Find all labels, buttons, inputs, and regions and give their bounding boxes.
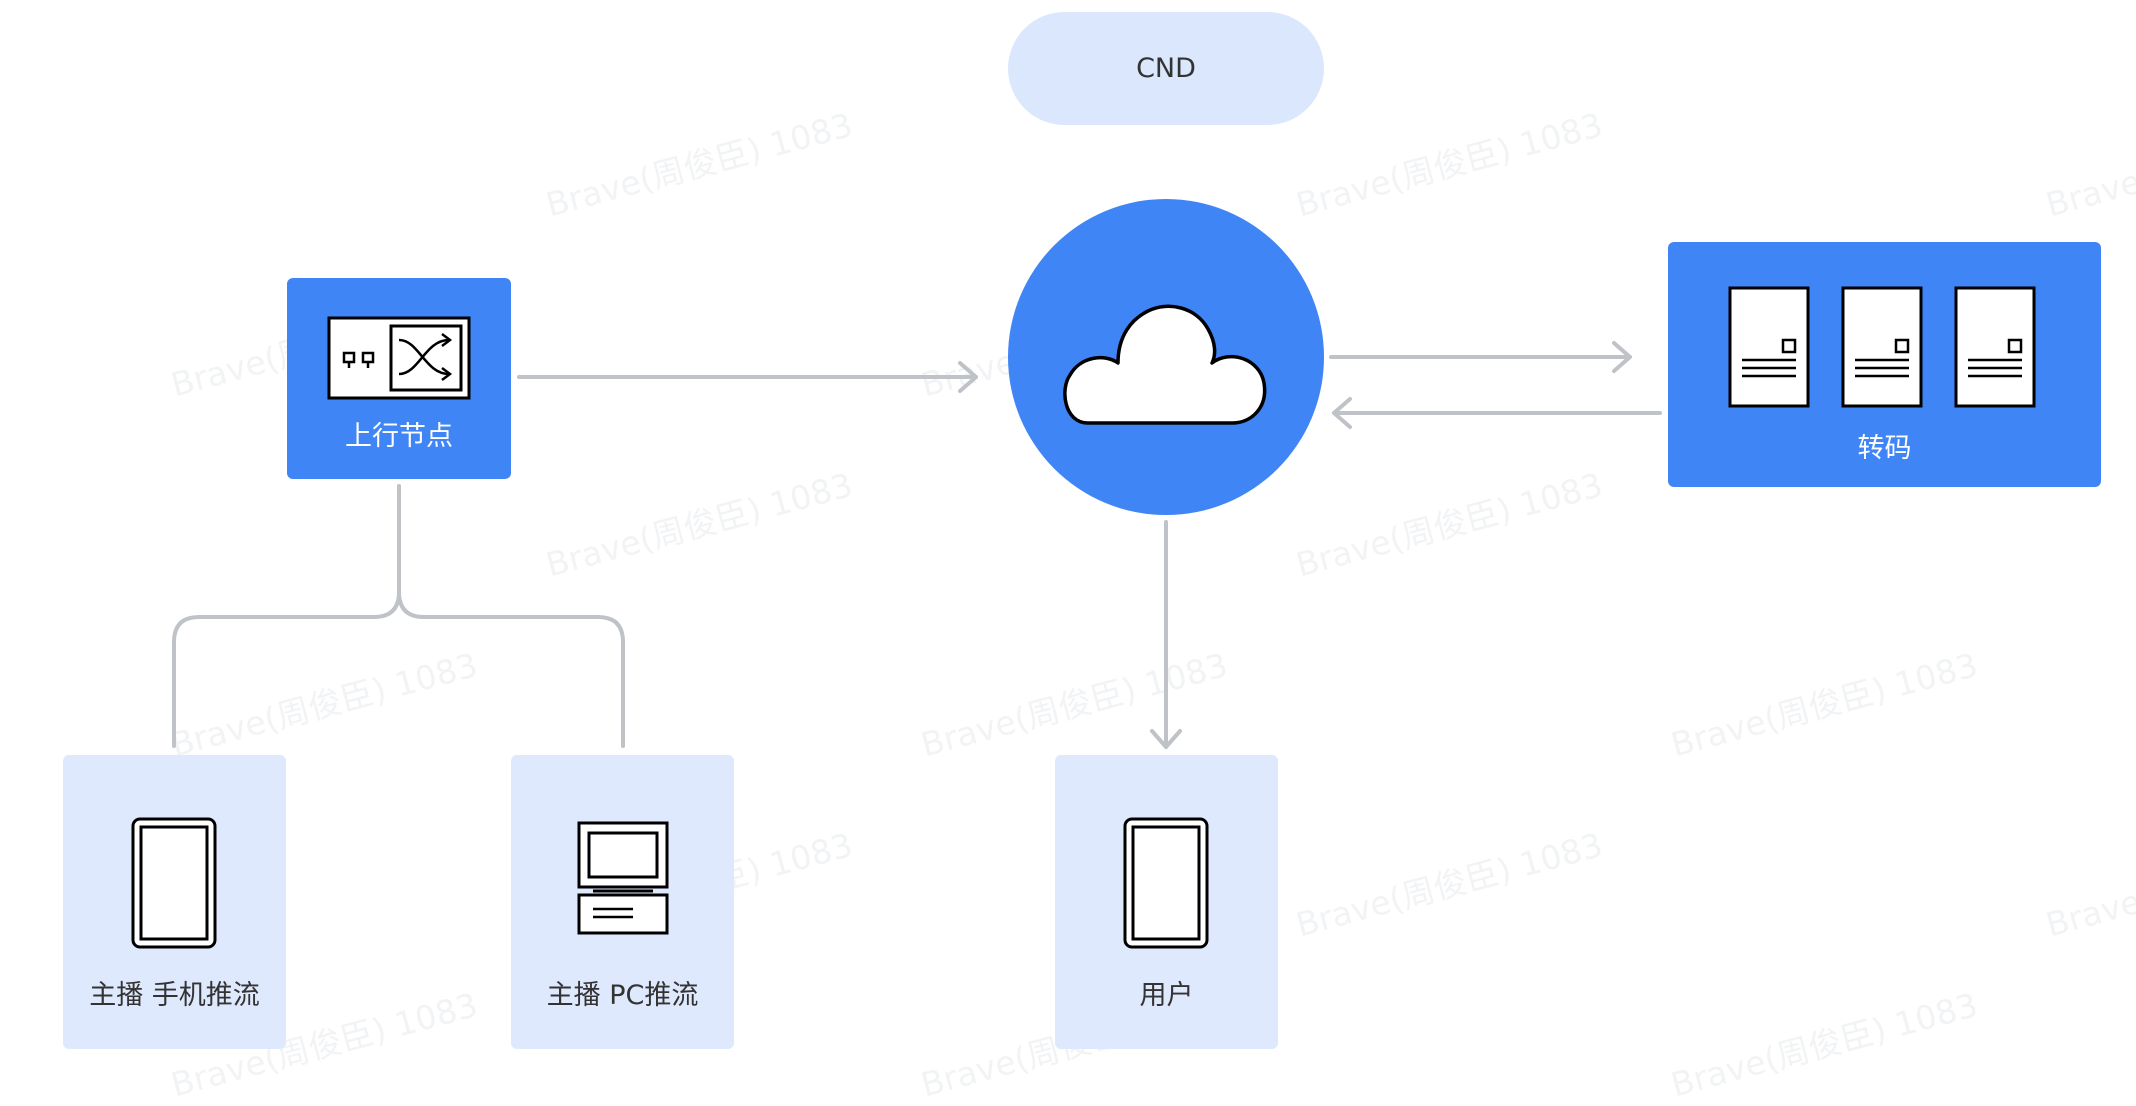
arrowhead <box>1150 729 1182 749</box>
mobile-streamer-node[interactable]: 主播 手机推流 <box>63 755 286 1049</box>
user-label: 用户 <box>1139 980 1194 1011</box>
cloud-icon <box>1063 304 1267 425</box>
uplink-label: 上行节点 <box>345 421 453 452</box>
connector-uplink-to-streamers <box>397 590 625 748</box>
user-node[interactable]: 用户 <box>1055 755 1278 1049</box>
mobile-streamer-label: 主播 手机推流 <box>89 980 260 1011</box>
transcode-node[interactable]: 转码 <box>1668 242 2101 487</box>
arrowhead <box>958 361 978 393</box>
server-icon <box>1728 286 1810 408</box>
connector-layer <box>172 341 1662 749</box>
connector-uplink-to-streamers <box>172 484 401 748</box>
server-icon <box>1841 286 1923 408</box>
arrowhead <box>1612 341 1632 373</box>
transcode-label: 转码 <box>1857 433 1912 464</box>
phone-icon <box>1123 817 1209 949</box>
uplink-node[interactable]: 上行节点 <box>287 278 511 479</box>
server-icon <box>1954 286 2036 408</box>
phone-icon <box>131 817 217 949</box>
network-switch-icon <box>327 316 471 400</box>
pc-streamer-node[interactable]: 主播 PC推流 <box>511 755 734 1049</box>
pc-streamer-label: 主播 PC推流 <box>546 980 699 1011</box>
computer-icon <box>577 821 669 935</box>
cloud-node[interactable] <box>1008 199 1324 515</box>
arrowhead <box>1332 397 1352 429</box>
cdn-label: CND <box>1008 12 1324 125</box>
